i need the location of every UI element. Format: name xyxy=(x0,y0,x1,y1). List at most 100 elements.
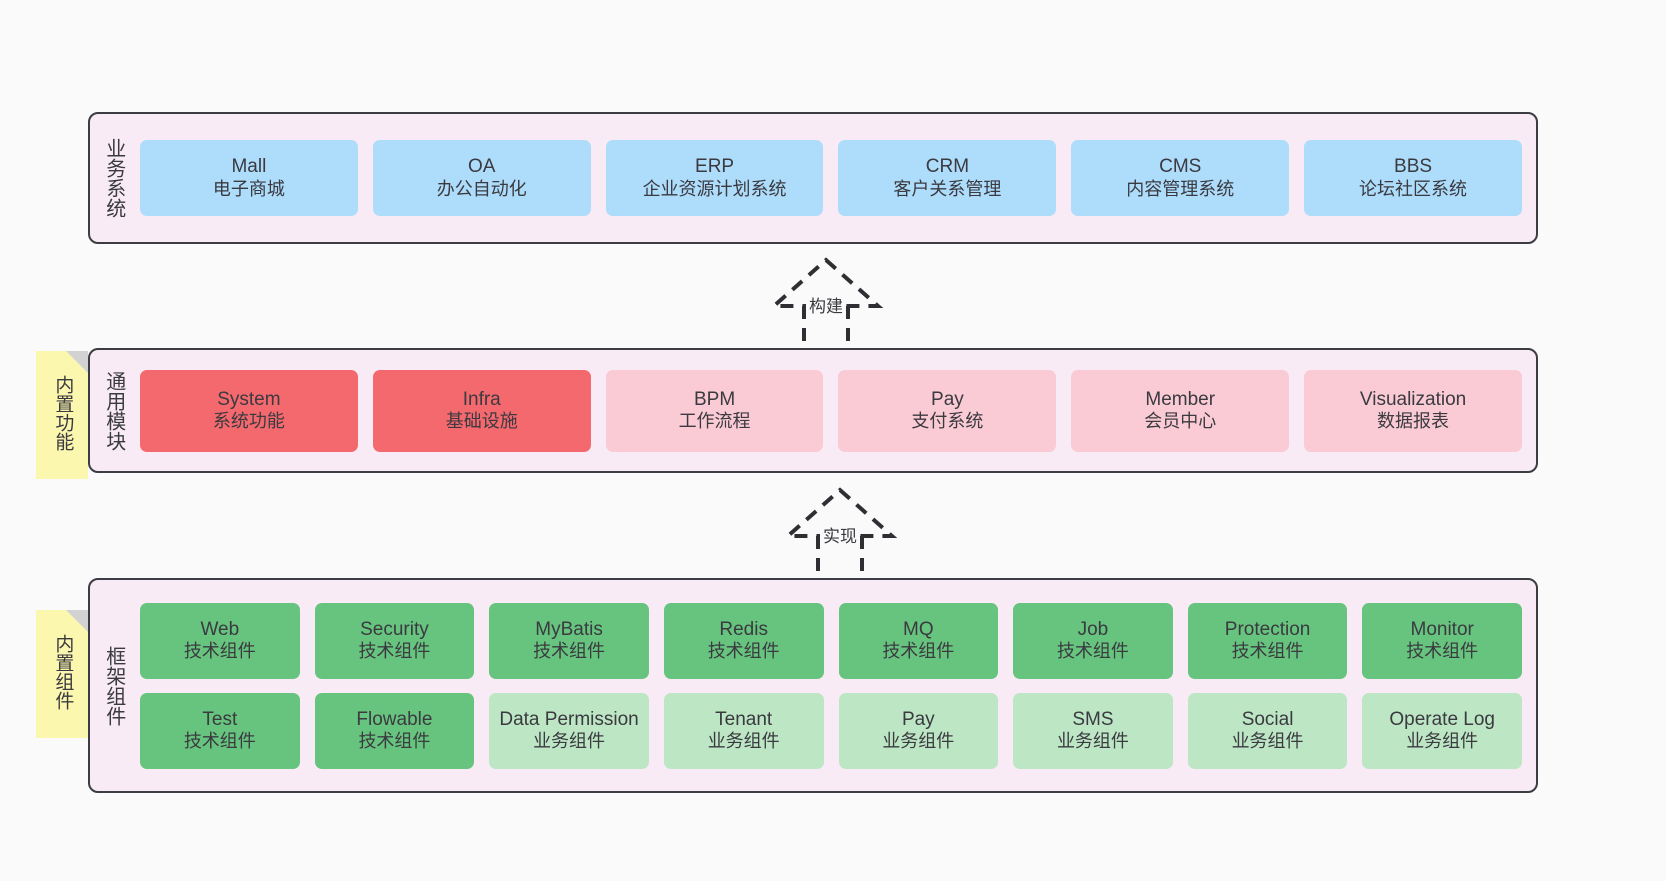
node-title-cn: 技术组件 xyxy=(1406,641,1479,662)
node-title-en: Operate Log xyxy=(1389,708,1495,730)
sticky-fold-corner-icon xyxy=(66,610,88,632)
sticky-note-builtin-features: 内置功能 xyxy=(36,351,88,479)
node-title-en: SMS xyxy=(1072,708,1114,730)
node-title-en: Monitor xyxy=(1410,618,1474,640)
sticky-note-builtin-features-label: 内置功能 xyxy=(52,375,74,451)
node-title-en: Pay xyxy=(901,708,935,730)
layer-common-caption: 通用模块 xyxy=(102,370,125,451)
node-title-cn: 技术组件 xyxy=(183,641,256,662)
node-title-en: Job xyxy=(1077,618,1109,640)
node-title-en: CRM xyxy=(925,156,970,178)
node-title-en: BBS xyxy=(1394,156,1433,178)
node-title-en: MQ xyxy=(903,618,934,640)
arrow-stem xyxy=(802,306,850,346)
node-title-en: Pay xyxy=(931,388,964,410)
connector-build: 构建 xyxy=(726,254,926,346)
layer-business-caption: 业务系统 xyxy=(102,138,125,218)
connector-implement-label: 实现 xyxy=(820,522,860,547)
sticky-note-builtin-components-label: 内置组件 xyxy=(52,634,74,710)
arrow-stem xyxy=(816,536,864,576)
node-title-cn: 基础设施 xyxy=(445,411,518,432)
node-title-cn: 企业资源计划系统 xyxy=(642,178,787,199)
node-title-en: MyBatis xyxy=(535,618,603,640)
node-title-en: Visualization xyxy=(1359,388,1467,410)
node-title-cn: 数据报表 xyxy=(1377,411,1450,432)
node-title-en: Member xyxy=(1145,388,1216,410)
node-title-cn: 支付系统 xyxy=(911,411,984,432)
node-title-cn: 技术组件 xyxy=(882,641,955,662)
node-title-en: Flowable xyxy=(356,708,433,730)
node-title-cn: 技术组件 xyxy=(183,731,256,752)
node-title-en: Infra xyxy=(462,388,501,410)
node-title-en: Web xyxy=(200,618,240,640)
node-title-cn: 会员中心 xyxy=(1144,411,1217,432)
connector-implement: 实现 xyxy=(740,484,940,576)
node-title-en: OA xyxy=(468,156,496,178)
node-title-en: Tenant xyxy=(715,708,773,730)
node-title-cn: 系统功能 xyxy=(212,411,285,432)
node-title-cn: 技术组件 xyxy=(358,641,431,662)
node-title-cn: 业务组件 xyxy=(882,731,955,752)
node-title-en: ERP xyxy=(695,156,735,178)
node-title-en: Social xyxy=(1241,708,1294,730)
node-title-en: System xyxy=(217,388,281,410)
node-title-cn: 客户关系管理 xyxy=(893,178,1002,199)
node-title-cn: 内容管理系统 xyxy=(1126,178,1235,199)
node-title-cn: 技术组件 xyxy=(707,641,780,662)
node-title-en: Mall xyxy=(231,156,267,178)
node-title-cn: 办公自动化 xyxy=(436,178,527,199)
node-title-cn: 论坛社区系统 xyxy=(1359,178,1468,199)
node-title-cn: 业务组件 xyxy=(1406,731,1479,752)
node-title-en: Test xyxy=(202,708,238,730)
node-title-cn: 工作流程 xyxy=(678,411,751,432)
sticky-note-builtin-components: 内置组件 xyxy=(36,610,88,738)
node-title-en: CMS xyxy=(1159,156,1202,178)
layer-framework-caption: 框架组件 xyxy=(102,645,125,726)
node-title-cn: 技术组件 xyxy=(533,641,606,662)
node-title-cn: 电子商城 xyxy=(212,178,285,199)
node-title-cn: 技术组件 xyxy=(358,731,431,752)
node-title-en: Protection xyxy=(1224,618,1311,640)
node-title-cn: 技术组件 xyxy=(1231,641,1304,662)
sticky-fold-corner-icon xyxy=(66,351,88,373)
node-title-en: BPM xyxy=(693,388,736,410)
